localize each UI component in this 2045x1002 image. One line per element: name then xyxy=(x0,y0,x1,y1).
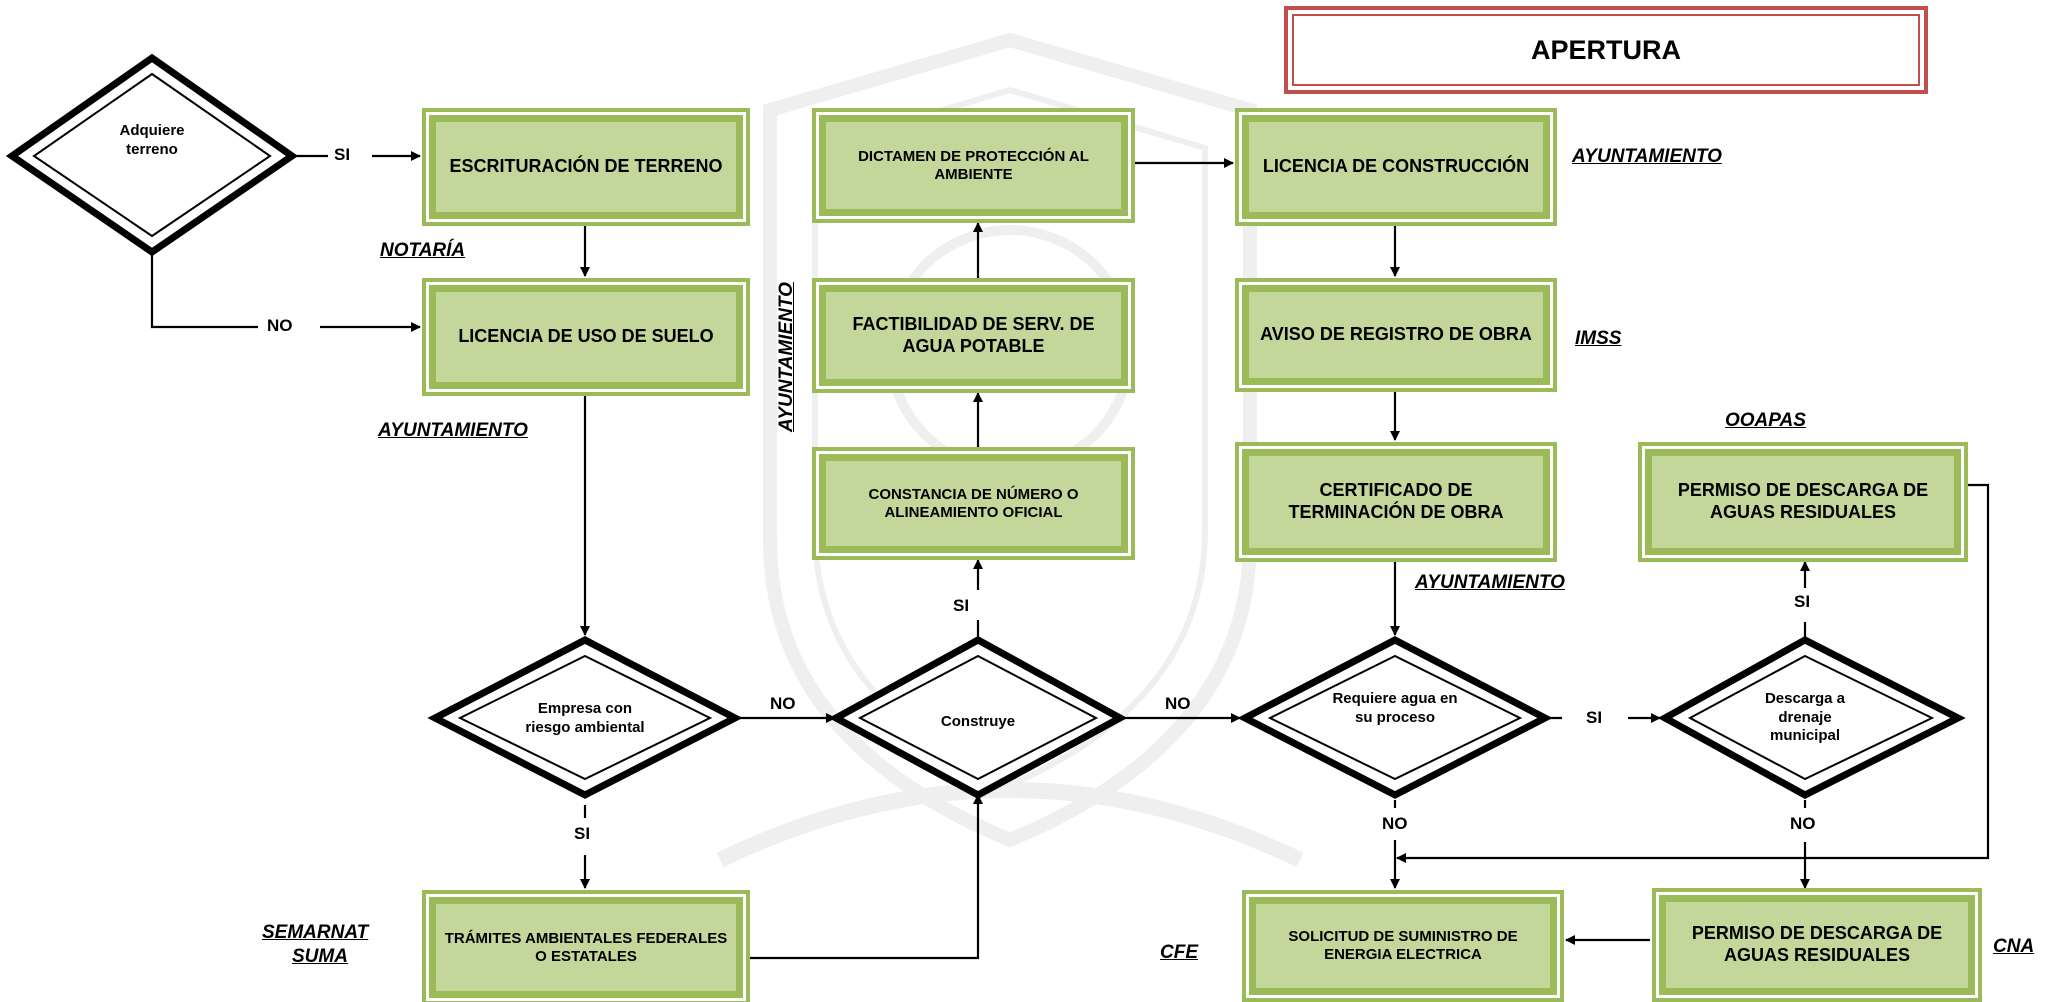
box-solicitud-cfe: SOLICITUD DE SUMINISTRO DE ENERGIA ELECT… xyxy=(1242,890,1564,1002)
org-ayuntamiento-certificado: AYUNTAMIENTO xyxy=(1415,572,1565,593)
decision-agua-shape xyxy=(1237,636,1553,799)
org-notaria: NOTARÍA xyxy=(380,240,466,261)
box-aviso-registro-label: AVISO DE REGISTRO DE OBRA xyxy=(1249,292,1543,378)
box-constancia-label: CONSTANCIA DE NÚMERO O ALINEAMIENTO OFIC… xyxy=(826,461,1121,546)
edge-label-descarga-si: SI xyxy=(1794,592,1811,611)
box-permiso-ooapas-label: PERMISO DE DESCARGA DE AGUAS RESIDUALES xyxy=(1652,456,1954,548)
box-licencia-construccion-label: LICENCIA DE CONSTRUCCIÓN xyxy=(1249,122,1543,212)
box-permiso-cna-label: PERMISO DE DESCARGA DE AGUAS RESIDUALES xyxy=(1666,902,1968,988)
decision-riesgo-label: Empresa con riesgo ambiental xyxy=(525,700,645,736)
box-permiso-cna: PERMISO DE DESCARGA DE AGUAS RESIDUALES xyxy=(1652,888,1982,1002)
edge-label-adquiere-no: NO xyxy=(267,316,293,335)
box-certificado: CERTIFICADO DE TERMINACIÓN DE OBRA xyxy=(1235,442,1557,562)
decision-descarga-shape xyxy=(1657,636,1966,799)
org-ayuntamiento-licencia: AYUNTAMIENTO xyxy=(1572,146,1722,167)
box-certificado-label: CERTIFICADO DE TERMINACIÓN DE OBRA xyxy=(1249,456,1543,548)
org-ayuntamiento-vertical: AYUNTAMIENTO xyxy=(776,282,797,432)
edge-label-adquiere-si: SI xyxy=(334,145,351,164)
edge-label-descarga-no: NO xyxy=(1790,814,1816,833)
edge-label-agua-si: SI xyxy=(1586,708,1603,727)
org-cna: CNA xyxy=(1993,936,2035,957)
decision-adquiere-shape xyxy=(5,53,299,257)
box-factibilidad: FACTIBILIDAD DE SERV. DE AGUA POTABLE xyxy=(812,278,1135,393)
box-tramites: TRÁMITES AMBIENTALES FEDERALES O ESTATAL… xyxy=(422,890,750,1002)
box-aviso-registro: AVISO DE REGISTRO DE OBRA xyxy=(1235,278,1557,392)
edge-label-riesgo-si: SI xyxy=(574,824,591,843)
box-escrituracion: ESCRITURACIÓN DE TERRENO xyxy=(422,108,750,226)
decision-adquiere-label: Adquiere terreno xyxy=(119,122,185,158)
decision-construye-label: Construye xyxy=(940,712,1016,730)
edge-adquiere-no xyxy=(150,252,258,329)
box-licencia-uso-suelo: LICENCIA DE USO DE SUELO xyxy=(422,278,750,396)
edge-label-riesgo-no: NO xyxy=(770,694,796,713)
org-ooapas: OOAPAS xyxy=(1725,410,1806,431)
org-ayuntamiento-uso: AYUNTAMIENTO xyxy=(378,420,528,441)
box-solicitud-cfe-label: SOLICITUD DE SUMINISTRO DE ENERGIA ELECT… xyxy=(1256,904,1550,988)
edge-ooapas-loop xyxy=(1396,483,1990,863)
box-constancia: CONSTANCIA DE NÚMERO O ALINEAMIENTO OFIC… xyxy=(812,447,1135,560)
decision-descarga-label: Descarga a drenaje municipal xyxy=(1764,689,1846,745)
decision-riesgo-shape xyxy=(427,636,743,799)
box-licencia-uso-suelo-label: LICENCIA DE USO DE SUELO xyxy=(436,292,736,382)
box-factibilidad-label: FACTIBILIDAD DE SERV. DE AGUA POTABLE xyxy=(826,292,1121,379)
org-cfe: CFE xyxy=(1160,942,1198,963)
box-dictamen-label: DICTAMEN DE PROTECCIÓN AL AMBIENTE xyxy=(826,122,1121,209)
edge-label-agua-no: NO xyxy=(1382,814,1408,833)
decision-agua-label: Requiere agua en su proceso xyxy=(1332,690,1458,726)
box-tramites-label: TRÁMITES AMBIENTALES FEDERALES O ESTATAL… xyxy=(436,904,736,991)
decision-construye-shape xyxy=(828,636,1128,799)
title-box: APERTURA xyxy=(1284,6,1928,94)
box-permiso-ooapas: PERMISO DE DESCARGA DE AGUAS RESIDUALES xyxy=(1638,442,1968,562)
page-title: APERTURA xyxy=(1292,14,1920,86)
box-dictamen: DICTAMEN DE PROTECCIÓN AL AMBIENTE xyxy=(812,108,1135,223)
org-suma: SUMA xyxy=(292,946,348,967)
box-escrituracion-label: ESCRITURACIÓN DE TERRENO xyxy=(436,122,736,212)
edge-label-construye-si: SI xyxy=(953,596,970,615)
box-licencia-construccion: LICENCIA DE CONSTRUCCIÓN xyxy=(1235,108,1557,226)
edge-label-construye-no: NO xyxy=(1165,694,1191,713)
org-semarnat: SEMARNAT xyxy=(262,922,369,943)
edge-tramites-construye xyxy=(750,794,983,960)
org-imss: IMSS xyxy=(1575,328,1622,349)
